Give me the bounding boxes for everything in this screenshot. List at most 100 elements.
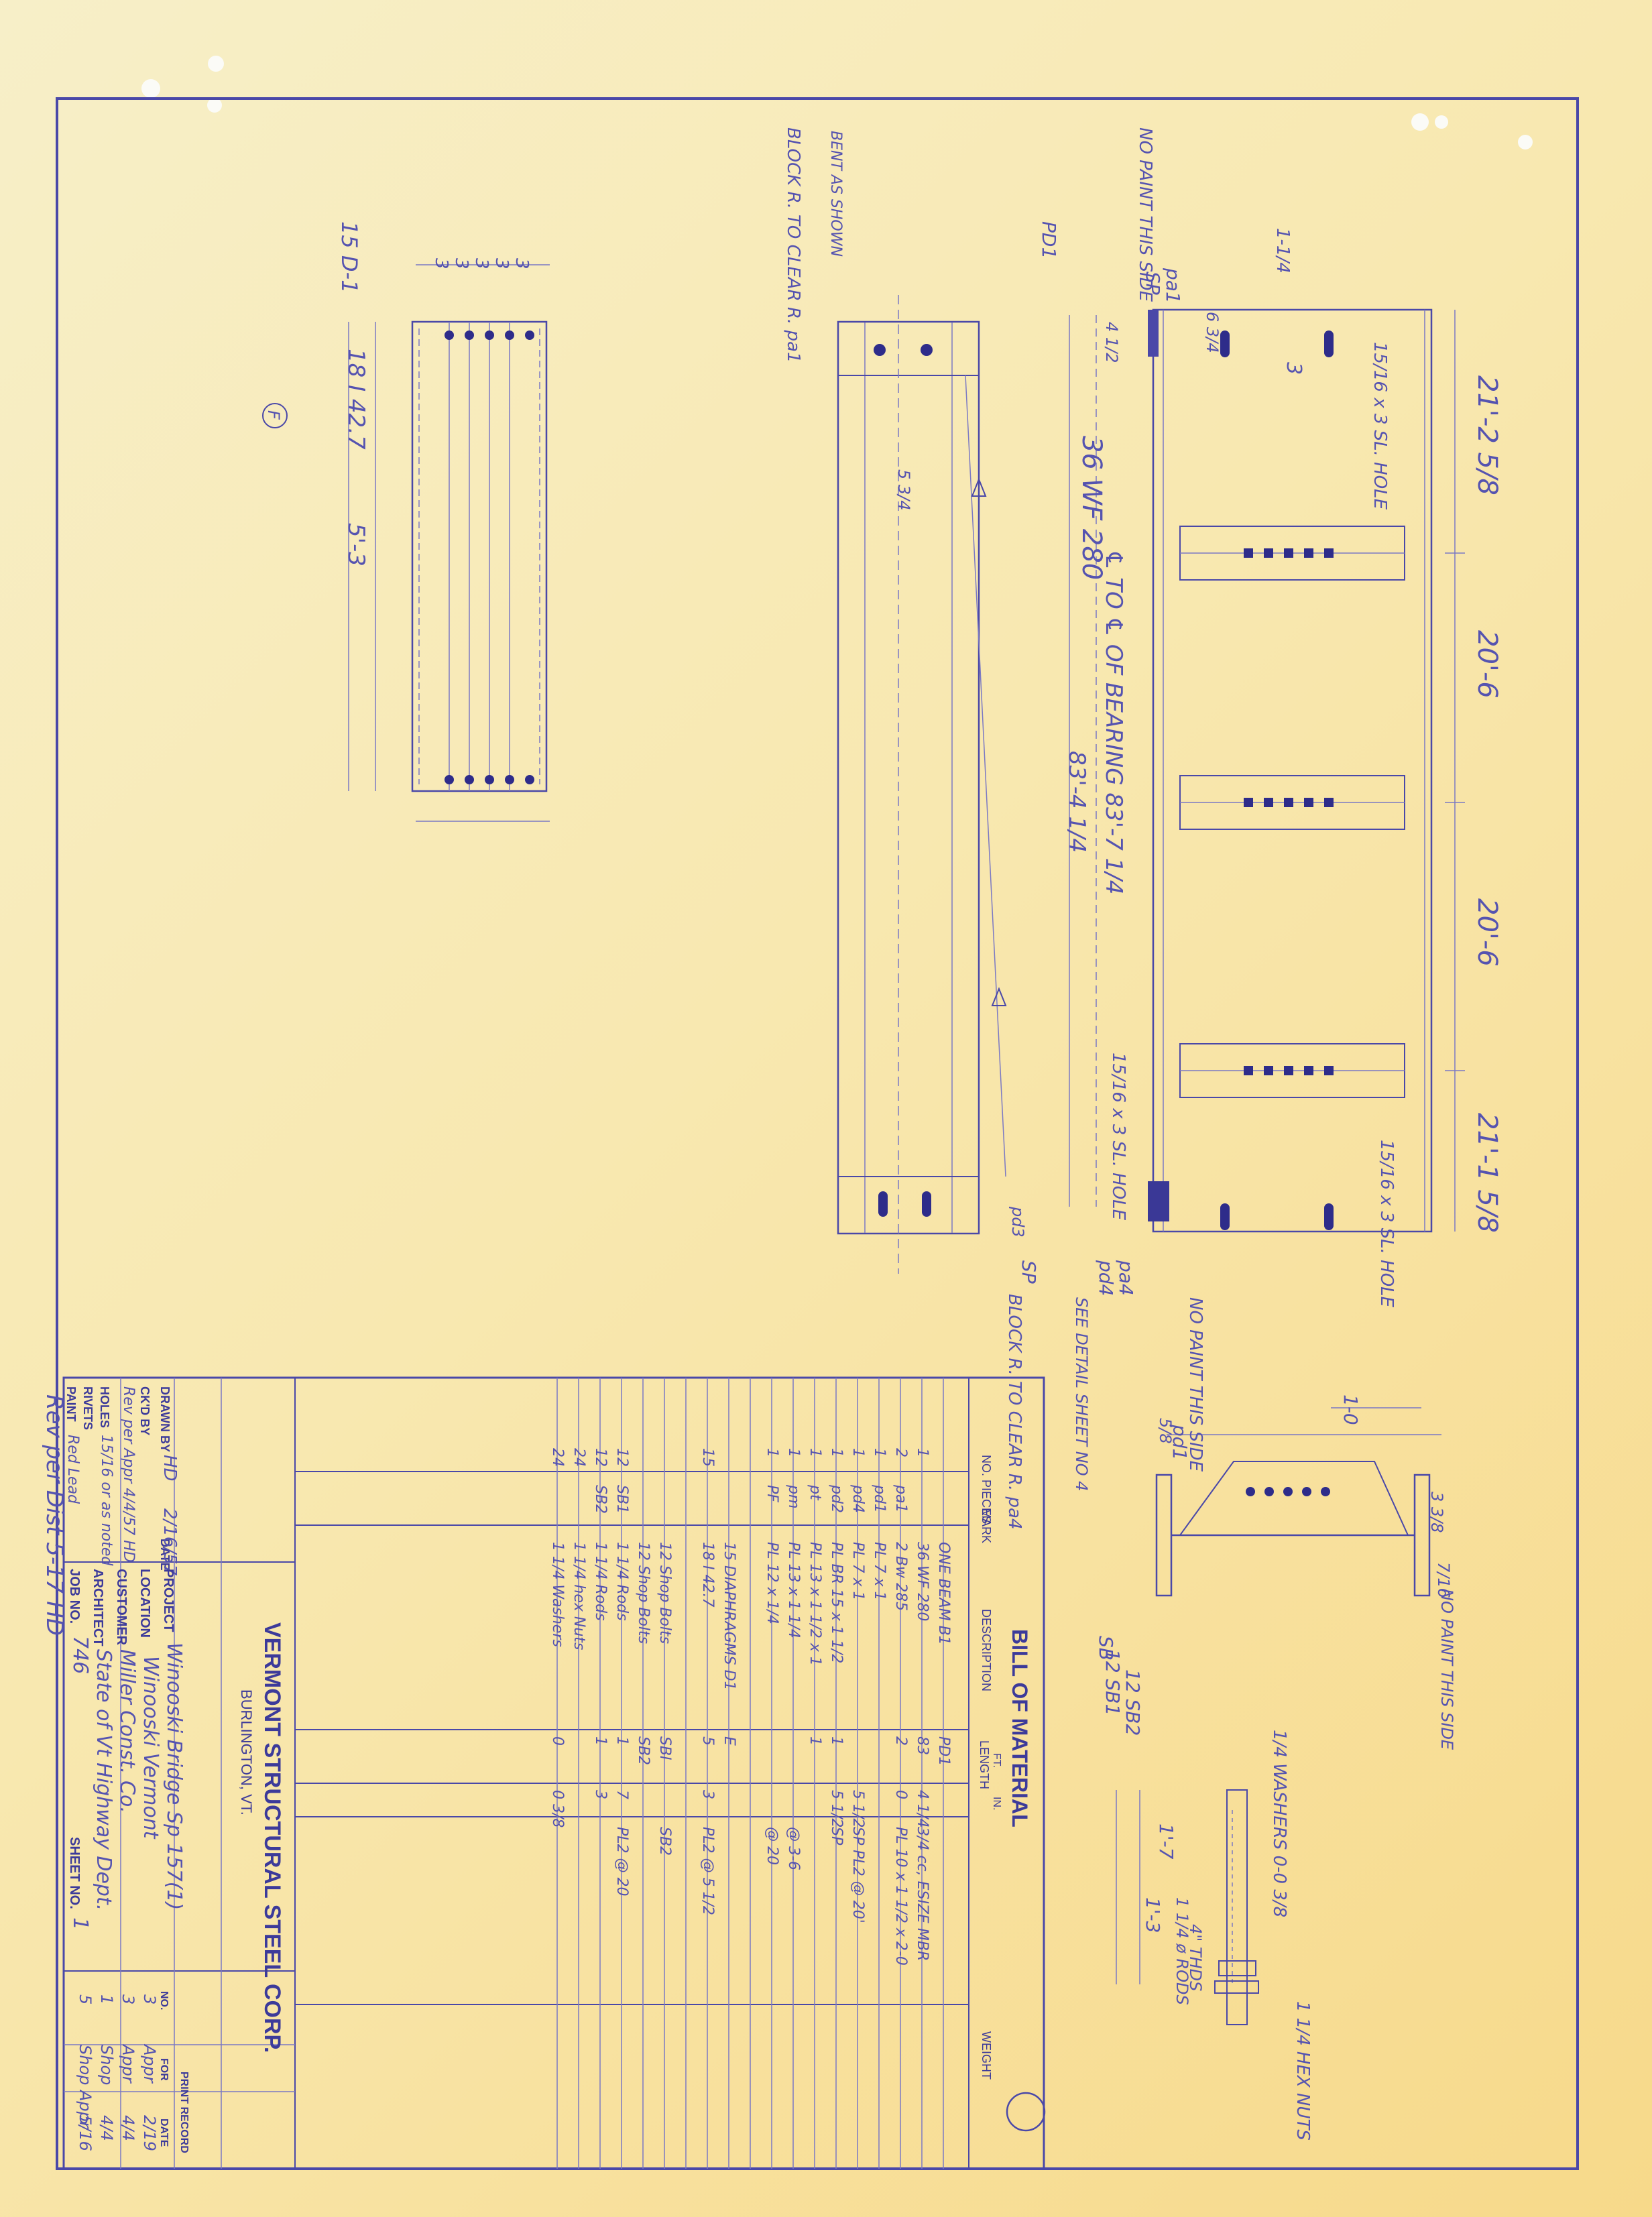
bom-cell-desc: 36 WF 280 (914, 1542, 931, 1621)
bom-cell-ft: SB2 (635, 1736, 652, 1765)
bom-cell-note: PL2 @ 5 1/2 (699, 1827, 716, 1915)
value-sheet-no: 1 (68, 1917, 92, 1930)
bom-cell-desc: 12 Shop Bolts (656, 1542, 673, 1644)
bom-cell-ft: E (721, 1736, 738, 1746)
bom-cell-no: 1 (828, 1448, 845, 1457)
bearing-alt-dimension: 83'-4 1/4 (1063, 751, 1090, 853)
dim-4: 21'-1 5/8 (1472, 1113, 1502, 1233)
mark-pd4: pd4 (1095, 1260, 1117, 1296)
diaphragm-space-4: 3 (491, 258, 512, 269)
rod-threads: 4" THDS (1186, 1924, 1205, 1991)
company-city: BURLINGTON, VT. (238, 1689, 255, 1815)
circle-f-label: F (264, 410, 283, 420)
bom-col-weight: WEIGHT (980, 2031, 993, 2080)
title-block: VERMONT STRUCTURAL STEEL CORP. BURLINGTO… (64, 1386, 285, 2153)
dim-four-half: 4 1/2 (1102, 322, 1121, 363)
dim-one: 1-1/4 (1273, 228, 1293, 274)
bom-cell-note: PL2 @ 20 (613, 1827, 630, 1897)
bom-cell-no: 15 (699, 1448, 716, 1467)
section-dim-3: 3 3/8 (1427, 1492, 1446, 1533)
bom-cell-ft: 83 (914, 1736, 931, 1755)
bom-cell-note: SP (828, 1827, 845, 1846)
print-record-for: Appr (140, 2043, 159, 2084)
bent-note: BENT AS SHOWN (827, 131, 844, 257)
bom-cell-mark: pd1 (871, 1484, 888, 1513)
bom-cell-no: 24 (571, 1448, 587, 1467)
bom-cell-desc: PL 7 x 1 (871, 1542, 888, 1601)
bom-cell-note: @ 20 (764, 1827, 780, 1865)
bom-cell-note: SB2 (656, 1827, 673, 1856)
diaphragm-size: 18 I 42.7 (343, 349, 369, 450)
diaphragm-space-1: 3 (431, 258, 451, 269)
label-rivets: RIVETS (81, 1386, 95, 1430)
print-record-no: 3 (119, 1994, 137, 2004)
section-dim-5-8: 5/8 (1156, 1418, 1175, 1444)
diaphragm-length: 5'-3 (343, 523, 369, 566)
bom-col-ft: FT. (991, 1753, 1002, 1768)
value-job-no: 746 (68, 1636, 92, 1674)
rod-detail (1116, 1789, 1259, 2025)
dim-five: 5 3/4 (894, 469, 913, 511)
mark-pa1: pa1 (1162, 267, 1184, 304)
bom-cell-mark: SB2 (592, 1485, 609, 1514)
bom-cell-inch: 3 (699, 1790, 716, 1799)
rod-length-2: 1'-3 (1142, 1897, 1164, 1933)
rod-nuts: 1 1/4 HEX NUTS (1293, 2001, 1313, 2141)
bom-cell-desc: 1 1/4 hex Nuts (571, 1542, 587, 1650)
bom-cell-mark: pd2 (828, 1484, 845, 1513)
bom-cell-desc: 18 I 42.7 (699, 1542, 716, 1607)
label-holes: HOLES (98, 1386, 111, 1428)
print-record-no: 5 (76, 1994, 95, 2004)
label-pr-no: NO. (158, 1991, 170, 2010)
bom-cell-note: PL 10 x 1 1/2 x 2-0 (892, 1827, 909, 1966)
print-record-for: Shop (97, 2045, 116, 2085)
bom-cell-ft: 2 (892, 1736, 909, 1746)
print-record-for: Shop Appr (76, 2045, 95, 2130)
value-drawn-by: HD (160, 1455, 180, 1482)
print-record-date: 2/19 (140, 2115, 159, 2151)
value-paint: Red Lead (64, 1435, 81, 1504)
bom-cell-ft: 1 (613, 1736, 630, 1746)
bom-cell-no: 1 (871, 1448, 888, 1457)
print-record-for: Appr (119, 2043, 137, 2084)
bom-cell-inch: 5 1/2 (828, 1790, 845, 1827)
label-paint: PAINT (64, 1386, 78, 1422)
value-revised: Rev per Appr 4/4/57 HD (120, 1386, 137, 1563)
bom-cell-ft: PD1 (935, 1736, 952, 1766)
bom-col-mark: MARK (980, 1508, 993, 1543)
bom-cell-desc: 2 Bw 285 (892, 1542, 909, 1611)
label-pr-date: DATE (158, 2118, 170, 2147)
dim-1: 21'-2 5/8 (1472, 375, 1502, 495)
section-dim-1-0: 1-0 (1340, 1394, 1362, 1425)
bom-grid (62, 1376, 1046, 2170)
bom-cell-desc: 12 Shop Bolts (635, 1542, 652, 1644)
bom-cell-mark: pd4 (849, 1484, 866, 1513)
company-name: VERMONT STRUCTURAL STEEL CORP. (259, 1622, 285, 2053)
print-record-no: 1 (97, 1994, 116, 2004)
revision-note: Rev per Dist 5-17 HD (41, 1394, 68, 1636)
print-record-date: 4/4 (97, 2115, 116, 2141)
bom-cell-inch: 0 (892, 1790, 909, 1799)
bom-col-description: DESCRIPTION (980, 1609, 993, 1691)
dim-2: 20'-6 (1472, 630, 1502, 699)
bom-cell-ft: 0 (549, 1736, 566, 1746)
section-detail (1155, 1407, 1441, 1597)
bom-cell-desc: 1 1/4 Rods (613, 1542, 630, 1621)
bom-cell-no: 1 (914, 1448, 931, 1457)
diaphragm-space-2: 3 (451, 258, 471, 269)
rod-washers: 1/4 WASHERS 0-0 3/8 (1269, 1730, 1289, 1917)
bom-col-no-pieces: NO. PIECES (980, 1455, 993, 1524)
dim-3: 20'-6 (1472, 898, 1502, 967)
bom-cell-note: SP PL2 @ 20' (849, 1827, 866, 1923)
slot-note-bot: 15/16 x 3 SL. HOLE (1376, 1140, 1397, 1308)
mark-pd1: PD1 (1038, 221, 1060, 259)
bom-cell-no: 12 (613, 1448, 630, 1467)
bom-cell-desc: 1 1/4 Washers (549, 1542, 566, 1647)
bom-cell-ft: 1 (592, 1736, 609, 1746)
bom-cell-desc: PL 13 x 1 1/4 (785, 1542, 802, 1638)
bom-cell-ft: 1 (807, 1736, 823, 1746)
bom-cell-desc: ONE BEAM B1 (935, 1542, 952, 1645)
